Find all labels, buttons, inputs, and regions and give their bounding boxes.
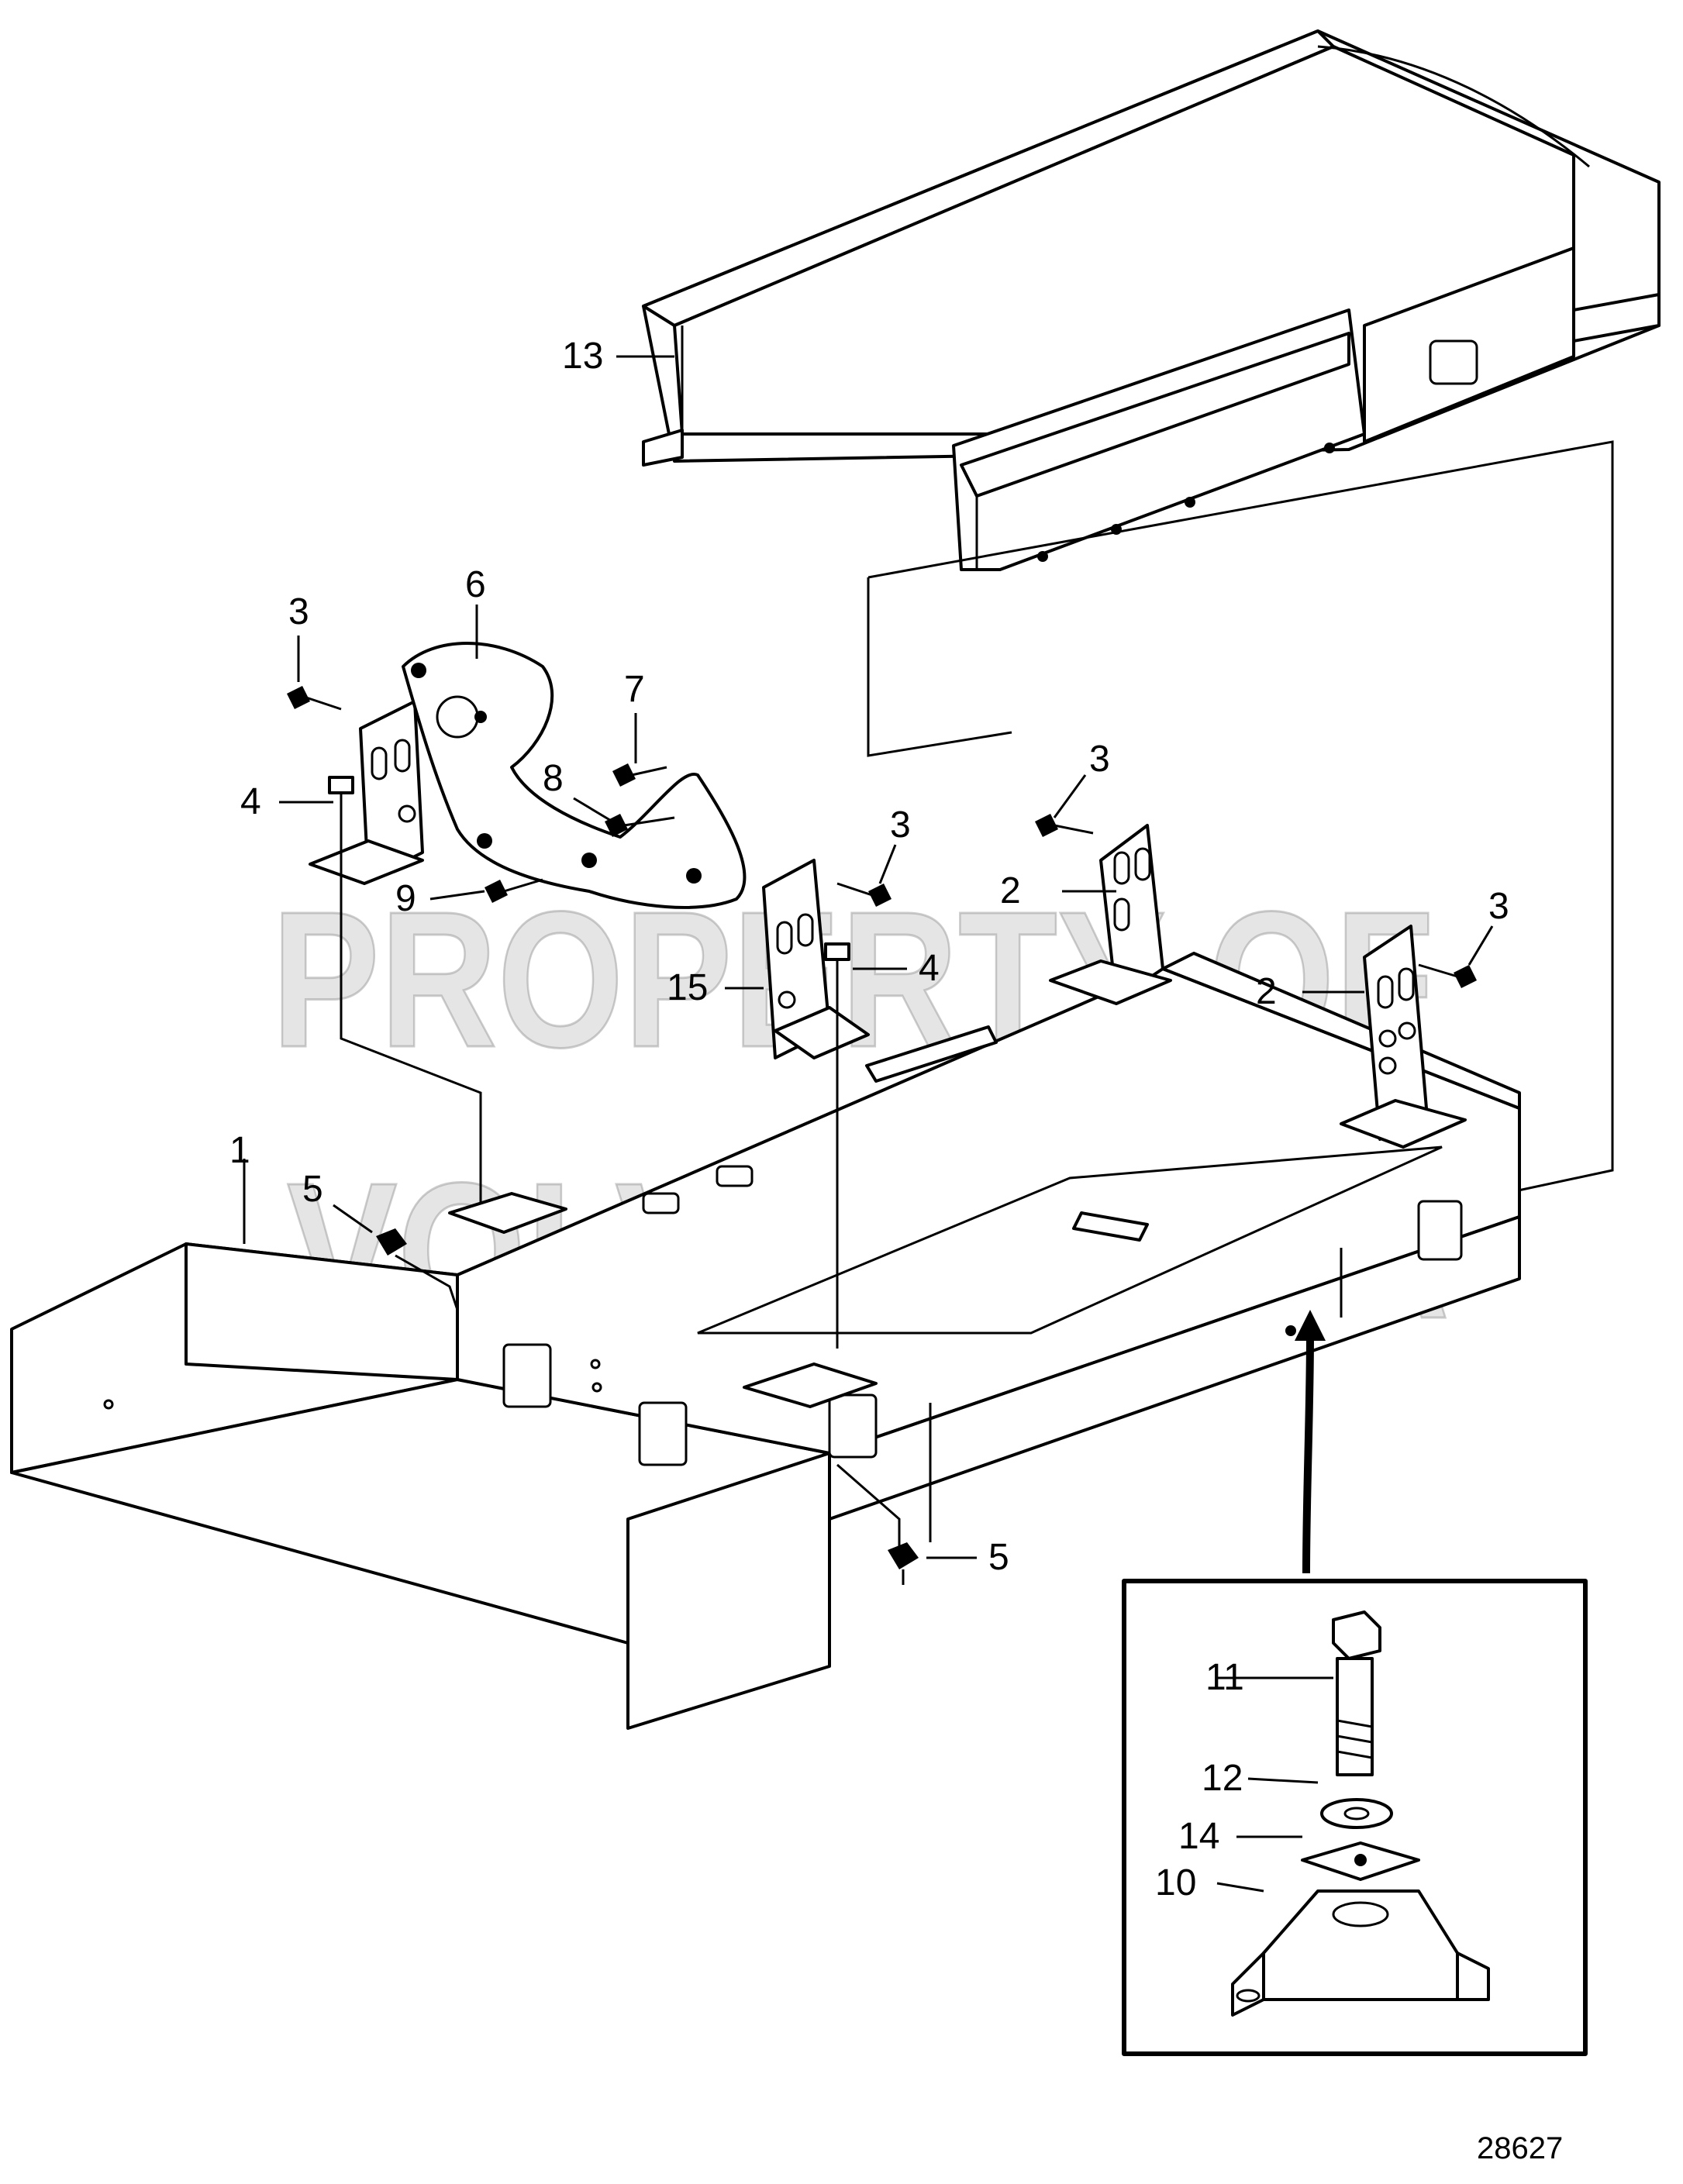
nut-5-left [376,1228,407,1256]
callout-5-front: 5 [988,1537,1009,1578]
lower-channel-segment [867,308,1614,1195]
callout-7: 7 [624,669,645,710]
callout-leaders [243,355,1494,1893]
assembly-line-nut-front [836,1463,901,1550]
callout-3-left: 3 [288,591,309,632]
bolt-9 [485,878,543,903]
engine-mount-casting [402,642,747,909]
mount-pad-front [743,1362,878,1408]
callout-6: 6 [465,564,486,605]
bolt-11 [1332,1610,1381,1776]
bolt-3-rear-bracket [836,882,892,907]
bolt-3-right-rear [1035,814,1094,837]
bolt-7 [612,763,667,787]
callout-3-rear-bracket: 3 [890,804,911,846]
callout-11: 11 [1205,1657,1244,1698]
bolt-4-rear-bracket [824,942,850,992]
engine-bed-frame [10,952,1521,1730]
callout-4-rear-bracket: 4 [919,948,940,989]
detail-inset [1122,1579,1588,2056]
callout-2-rear: 2 [1000,870,1021,911]
rubber-mount-10 [1231,1889,1490,2017]
callout-14: 14 [1178,1816,1219,1857]
detail-arrow [1295,1310,1326,1574]
assembly-line-left [340,829,482,1213]
assembly-line-nut-left [395,1254,459,1311]
callout-9: 9 [395,878,416,919]
callout-2-front: 2 [1256,971,1277,1012]
mount-pad-left [448,1192,567,1234]
callout-13: 13 [562,336,603,377]
callout-1: 1 [229,1130,250,1171]
callout-4-left: 4 [240,781,261,822]
bracket-15 [762,859,870,1059]
callout-8: 8 [543,758,564,799]
callout-3-right-rear: 3 [1089,739,1110,780]
bolt-3-left [287,686,342,711]
callout-3-right-front: 3 [1488,886,1509,927]
bolt-3-right-front [1418,963,1477,988]
bracket-left [309,700,424,885]
callout-5-left: 5 [302,1169,323,1210]
callout-12: 12 [1202,1758,1243,1799]
callout-15: 15 [667,967,708,1008]
bolt-4-left [328,776,354,829]
callout-labels: 1 2 2 3 3 3 3 4 4 5 5 6 7 8 9 10 11 12 1… [229,336,1509,1903]
corner-bracket-right-rear [1049,824,1172,1005]
corner-bracket-right-front [1340,925,1467,1149]
callout-10: 10 [1155,1862,1196,1903]
figure-reference-number: 28627 [1477,2131,1563,2165]
nut-5-front [888,1542,919,1569]
